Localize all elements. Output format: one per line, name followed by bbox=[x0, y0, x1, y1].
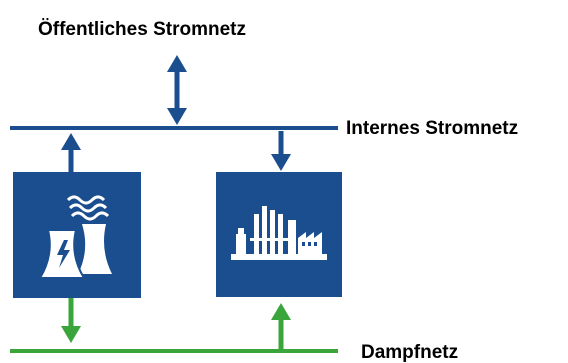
factory-icon bbox=[231, 206, 327, 260]
steam-network-label: Dampfnetz bbox=[361, 342, 459, 363]
grid-to-factory-arrow bbox=[271, 131, 291, 171]
cooling-tower-lightning-icon bbox=[38, 195, 112, 279]
public-grid-label: Öffentliches Stromnetz bbox=[38, 19, 246, 40]
power-plant-box bbox=[13, 172, 141, 298]
plant-to-steam-arrow bbox=[61, 298, 81, 343]
internal-grid-label: Internes Stromnetz bbox=[346, 118, 519, 139]
public-grid-exchange-arrow bbox=[167, 55, 187, 125]
plant-to-grid-arrow bbox=[61, 133, 81, 172]
steam-to-factory-arrow bbox=[271, 303, 291, 349]
